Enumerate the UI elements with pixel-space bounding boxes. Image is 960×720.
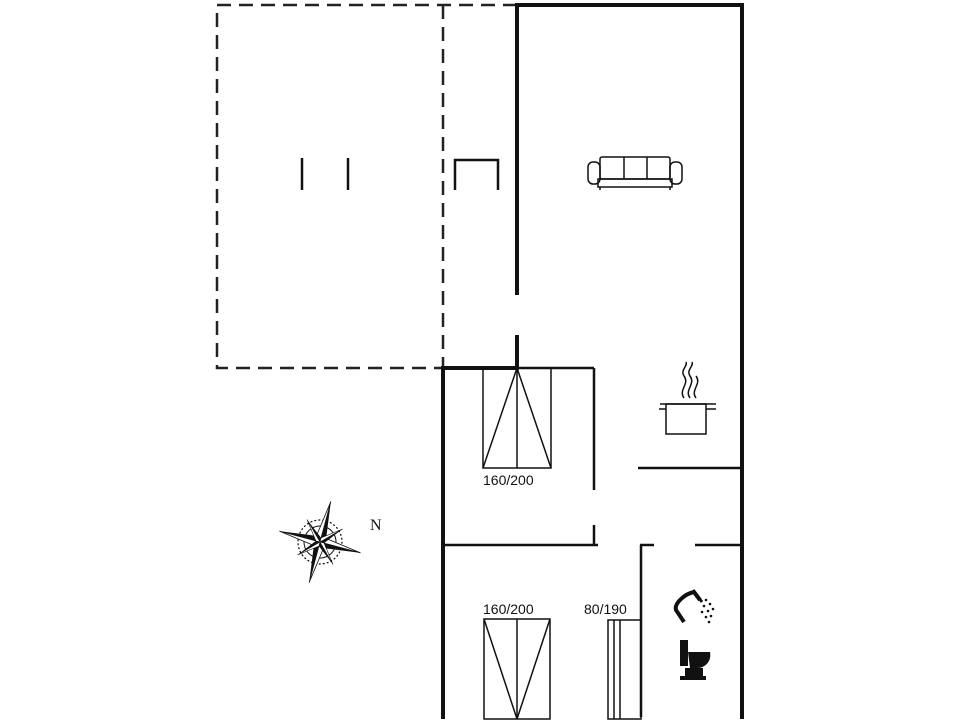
bed-1 [482,367,552,469]
bed-3-size-label: 80/190 [584,601,627,617]
compass-north-label: N [370,517,382,534]
terrace-outline [215,3,517,370]
sofa-icon [587,156,683,190]
window-marks [300,158,500,190]
shower-icon [673,589,715,624]
toilet-icon [680,640,711,680]
bed-3 [607,619,642,720]
bed-2-size-label: 160/200 [483,601,534,617]
bed-1-size-label: 160/200 [483,472,534,488]
bed-2 [483,618,551,720]
cooking-pot-icon [659,361,716,435]
compass-rose-icon [279,501,361,583]
